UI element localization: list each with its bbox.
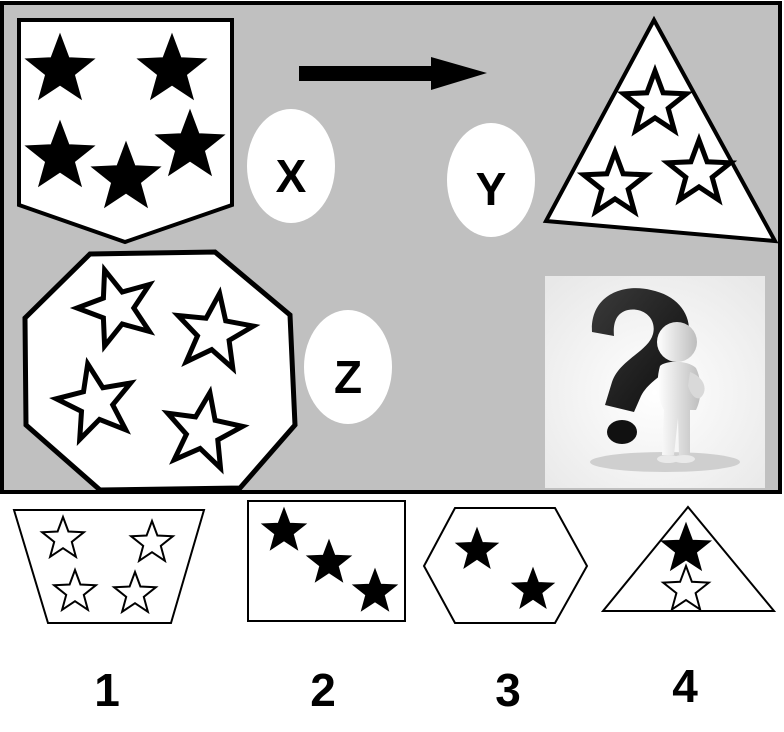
label-x: X	[276, 150, 307, 202]
oval-z	[304, 310, 392, 424]
shield-stars	[24, 32, 226, 209]
option-1-stars	[39, 514, 176, 615]
solid-star-icon	[510, 566, 556, 609]
solid-star-icon	[454, 526, 500, 569]
outline-star-icon	[576, 144, 654, 218]
option-4-number[interactable]: 4	[672, 660, 698, 712]
outline-star-icon	[49, 356, 137, 447]
shield-shape-x	[17, 18, 234, 245]
option-3-number[interactable]: 3	[495, 664, 521, 716]
option-4-stars	[659, 521, 713, 612]
solid-star-icon	[154, 108, 226, 177]
option-1-number[interactable]: 1	[94, 664, 120, 716]
solid-star-icon	[659, 521, 713, 572]
option-2-number[interactable]: 2	[310, 664, 336, 716]
outline-star-icon	[660, 132, 738, 206]
label-z: Z	[334, 351, 362, 403]
outline-star-icon	[616, 63, 694, 137]
solid-star-icon	[305, 538, 353, 583]
solid-star-icon	[260, 506, 308, 551]
outline-star-icon	[128, 518, 176, 564]
outline-star-icon	[51, 567, 99, 613]
thinking-man-icon	[657, 322, 705, 463]
outline-star-icon	[171, 286, 261, 375]
octagon-shape-z	[22, 249, 298, 493]
outline-star-icon	[69, 263, 156, 353]
outline-star-icon	[111, 569, 159, 615]
oval-x	[247, 109, 335, 223]
solid-star-icon	[24, 32, 96, 101]
solid-star-icon	[90, 140, 162, 209]
solid-star-icon	[351, 567, 399, 612]
triangle-stars	[576, 63, 738, 218]
solid-star-icon	[136, 32, 208, 101]
oval-y	[447, 123, 535, 237]
octagon-stars	[49, 263, 261, 475]
option-3-hexagon[interactable]	[422, 507, 589, 624]
outline-star-icon	[161, 385, 250, 475]
outline-star-icon	[39, 514, 87, 560]
option-2-stars	[260, 506, 399, 612]
outline-star-icon	[660, 563, 712, 612]
solid-star-icon	[24, 119, 96, 188]
arrow-right-icon	[299, 57, 487, 90]
option-3-stars	[454, 526, 556, 609]
label-y: Y	[476, 163, 507, 215]
question-mark-figure	[545, 276, 765, 488]
option-1-trapezoid[interactable]	[12, 509, 206, 624]
